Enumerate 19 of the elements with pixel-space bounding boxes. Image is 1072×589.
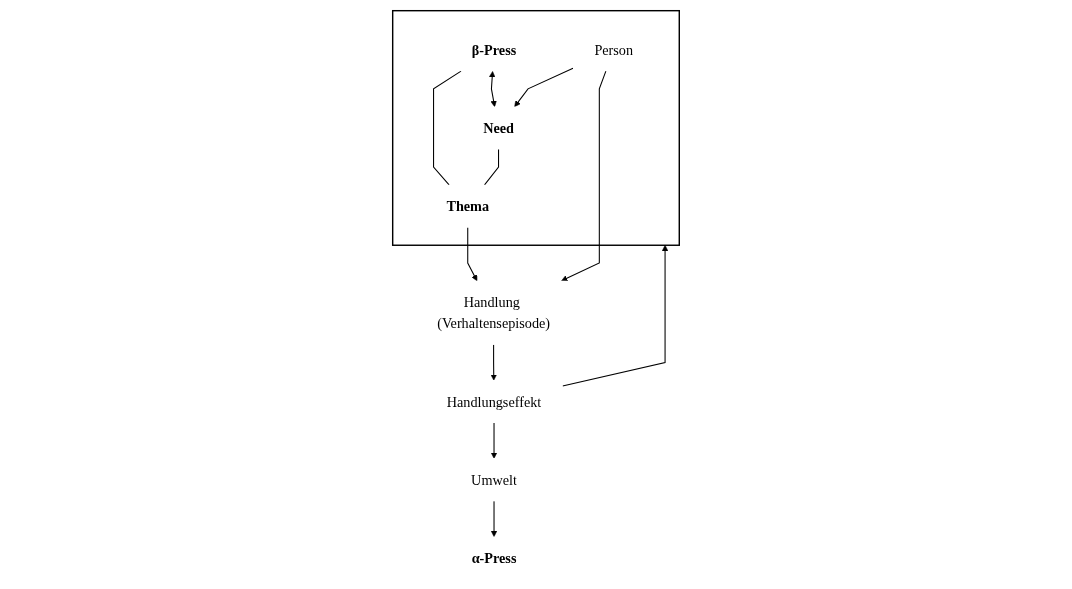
- node-text: Umwelt: [471, 471, 517, 488]
- arrow: [490, 500, 498, 537]
- node-text: α-Press: [471, 549, 517, 566]
- cluster: [392, 9, 680, 246]
- connector: [433, 70, 462, 185]
- node-text: Need: [483, 119, 514, 136]
- node-text: Handlung (Verhaltensepisode): [437, 293, 551, 331]
- node-text: Thema: [446, 197, 490, 214]
- arrow: [561, 70, 607, 281]
- arrow: [490, 343, 497, 381]
- arrow: [490, 421, 498, 459]
- node-text: β-Press: [471, 41, 517, 58]
- node-text: Person: [594, 41, 634, 58]
- node-text: Handlungseffekt: [446, 393, 542, 409]
- arrow: [562, 244, 669, 386]
- arrow: [514, 67, 574, 107]
- arrow: [489, 70, 497, 107]
- connector: [484, 148, 500, 185]
- arrow: [467, 226, 478, 281]
